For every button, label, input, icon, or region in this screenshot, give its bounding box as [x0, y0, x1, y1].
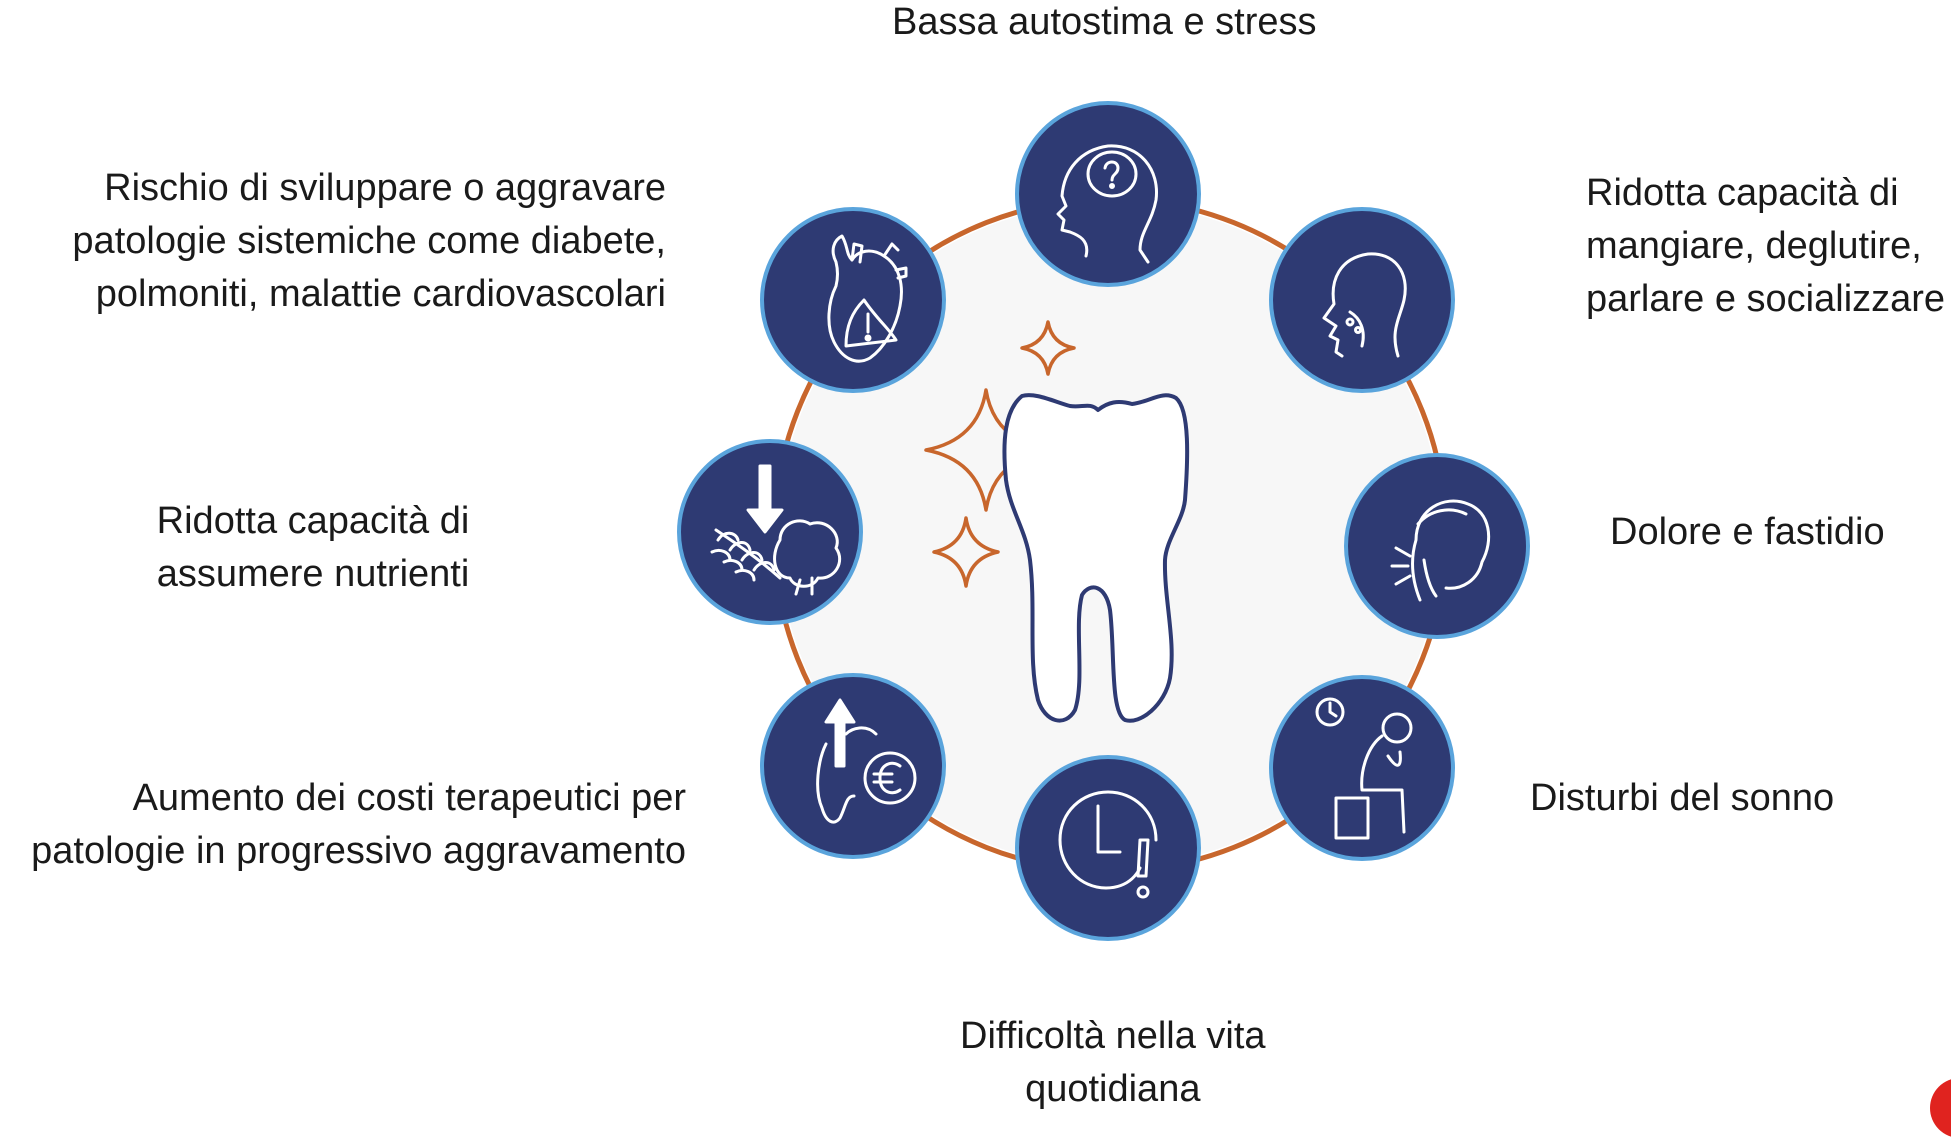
sparkle-icon — [1020, 320, 1076, 376]
impact-diagram — [677, 101, 1530, 941]
label-dolore: Dolore e fastidio — [1610, 511, 1885, 553]
clock-alert-icon — [1058, 790, 1158, 899]
label-costi: Aumento dei costi terapeutici per patolo… — [31, 777, 686, 872]
label-nutrienti: Ridotta capacità di assumere nutrienti — [156, 500, 470, 595]
head-throat-icon — [1322, 252, 1407, 358]
food-nutrients-icon — [710, 464, 842, 596]
tooth-euro-icon — [816, 698, 917, 824]
node-sonno — [1269, 675, 1455, 861]
heart-alert-icon — [827, 234, 908, 363]
label-autostima: Bassa autostima e stress — [892, 1, 1317, 43]
label-mangiare: Ridotta capacità di mangiare, deglutire,… — [1586, 172, 1946, 320]
head-question-icon — [1056, 144, 1158, 264]
node-autostima — [1015, 101, 1201, 287]
sparkle-icon — [932, 516, 1000, 588]
node-sistemiche — [760, 207, 946, 393]
label-sonno: Disturbi del sonno — [1530, 777, 1835, 819]
node-vita — [1015, 755, 1201, 941]
node-costi — [760, 673, 946, 859]
node-mangiare — [1269, 207, 1455, 393]
node-dolore — [1344, 453, 1530, 639]
label-vita: Difficoltà nella vita quotidiana — [960, 1015, 1266, 1110]
tooth-icon — [1002, 393, 1190, 723]
label-sistemiche: Rischio di sviluppare o aggravare patolo… — [72, 167, 666, 315]
node-nutrienti — [677, 439, 863, 625]
toothache-face-icon — [1390, 499, 1491, 602]
sleepless-person-icon — [1315, 697, 1413, 840]
